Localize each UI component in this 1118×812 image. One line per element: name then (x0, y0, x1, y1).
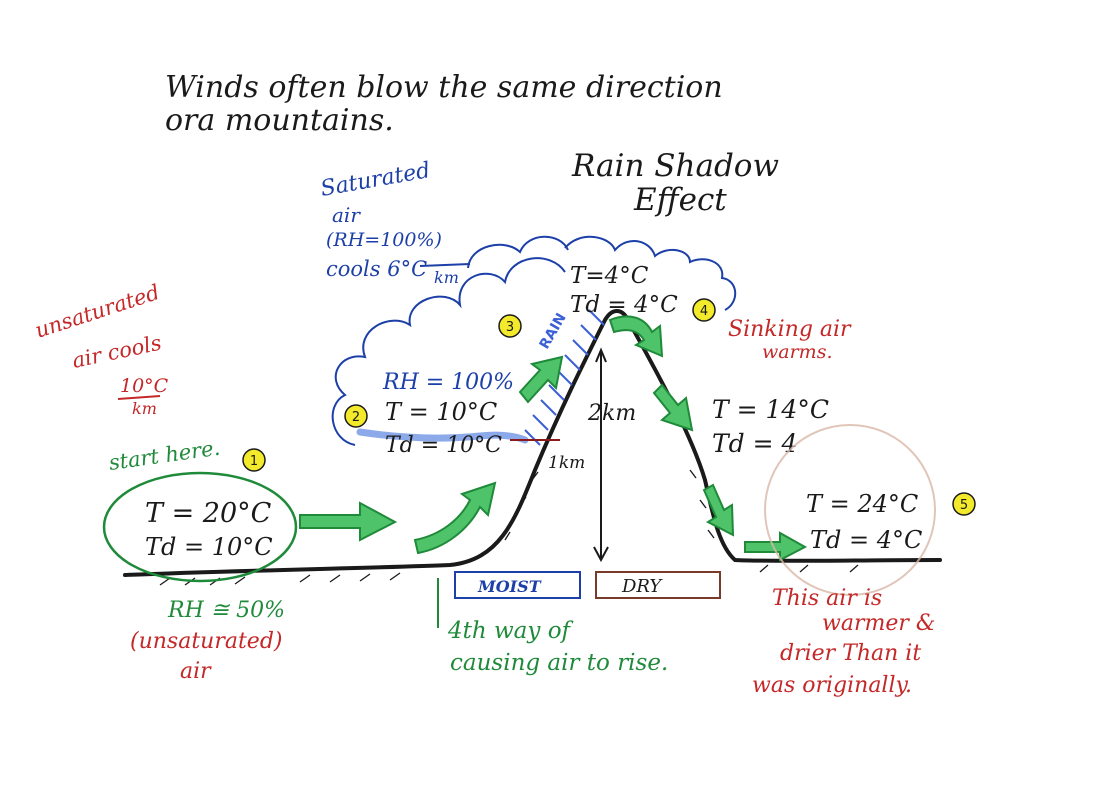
sinking-line-1: Sinking air (728, 317, 852, 342)
unsaturated-line-3: 10°C (120, 375, 169, 397)
arrow-6 (702, 483, 735, 537)
altitude-arrow-down (593, 546, 609, 563)
point1-temperature: T = 20°C (145, 498, 272, 529)
altitude-arrow-up (595, 347, 607, 363)
dry-label: DRY (621, 576, 663, 597)
saturated-line-3: (RH=100%) (326, 229, 442, 251)
unsaturated-fraction-bar (117, 395, 161, 400)
marker-3-label: 3 (506, 320, 514, 335)
descent-temperature: T = 14°C (712, 395, 829, 424)
saturated-line-2: air (332, 203, 361, 227)
point5-temperature: T = 24°C (806, 490, 918, 518)
rain-hatching (524, 309, 605, 446)
summit-temperature: T=4°C (570, 263, 649, 289)
start-label: start here. (107, 436, 221, 475)
point5-circle (764, 424, 936, 596)
flow-arrows (299, 315, 808, 562)
arrow-1 (299, 501, 398, 542)
marker-2-label: 2 (352, 410, 360, 425)
unsaturated-line-4: km (132, 399, 157, 418)
marker-3 (498, 314, 522, 338)
marker-1-label: 1 (250, 454, 258, 469)
dry-box (595, 571, 721, 599)
height-2km: 2km (587, 401, 636, 426)
fourth-way-line-1: 4th way of (447, 618, 574, 644)
arrow-2 (413, 481, 497, 555)
marker-1 (242, 448, 266, 472)
parcel-ellipse (102, 471, 298, 583)
rh50-line-3: air (180, 659, 212, 684)
header-line-2: ora mountains. (165, 103, 394, 138)
mountain-outline (123, 309, 942, 577)
point2-dewpoint: Td = 10°C (385, 433, 502, 458)
unsaturated-line-2: air cools (70, 331, 164, 373)
conclusion-line-1: This air is (772, 586, 882, 611)
unsaturated-note: unsaturated air cools 10°C km (32, 280, 169, 418)
title-line-1: Rain Shadow (571, 148, 779, 184)
ground-hatching (159, 469, 859, 586)
saturated-note: Saturated air (RH=100%) cools 6°C km (319, 158, 471, 287)
conclusion-line-2: warmer & (822, 611, 935, 636)
conclusion-line-4: was originally. (752, 673, 912, 698)
arrow-5 (652, 383, 694, 432)
sinking-line-2: warms. (762, 341, 832, 363)
point2-rh: RH = 100% (382, 370, 514, 395)
point1-dewpoint: Td = 10°C (145, 533, 273, 561)
cloud-outline (331, 235, 737, 446)
arrow-7 (744, 531, 808, 562)
cloud-top (467, 235, 569, 269)
cloud-base-shading (356, 428, 529, 444)
point5-dewpoint: Td = 4°C (810, 526, 922, 554)
marker-2 (344, 404, 368, 428)
arrow-4 (608, 315, 664, 358)
marker-4-label: 4 (700, 304, 708, 319)
moist-box (454, 571, 581, 599)
marker-5 (952, 492, 976, 516)
height-1km: 1km (548, 453, 585, 473)
saturated-line-5: km (434, 268, 459, 287)
saturated-line-1: Saturated (319, 158, 432, 202)
title-line-2: Effect (633, 182, 727, 218)
saturated-fraction-bar (419, 263, 471, 267)
marker-4 (692, 298, 716, 322)
header-line-1: Winds often blow the same direction (165, 70, 723, 105)
point2-temperature: T = 10°C (385, 398, 497, 426)
summit-dewpoint: Td = 4°C (570, 292, 678, 318)
conclusion-line-3: drier Than it (780, 641, 921, 666)
arrow-3 (518, 355, 564, 404)
saturated-line-4: cools 6°C (326, 257, 427, 281)
descent-dewpoint: Td = 4 (712, 429, 797, 458)
moist-label: MOIST (477, 577, 542, 596)
rh50-line-2: (unsaturated) (130, 629, 283, 654)
fourth-way-line-2: causing air to rise. (450, 650, 668, 676)
rain-label: RAIN (537, 311, 570, 352)
marker-5-label: 5 (960, 498, 968, 513)
rh50-line-1: RH ≅ 50% (167, 598, 285, 623)
